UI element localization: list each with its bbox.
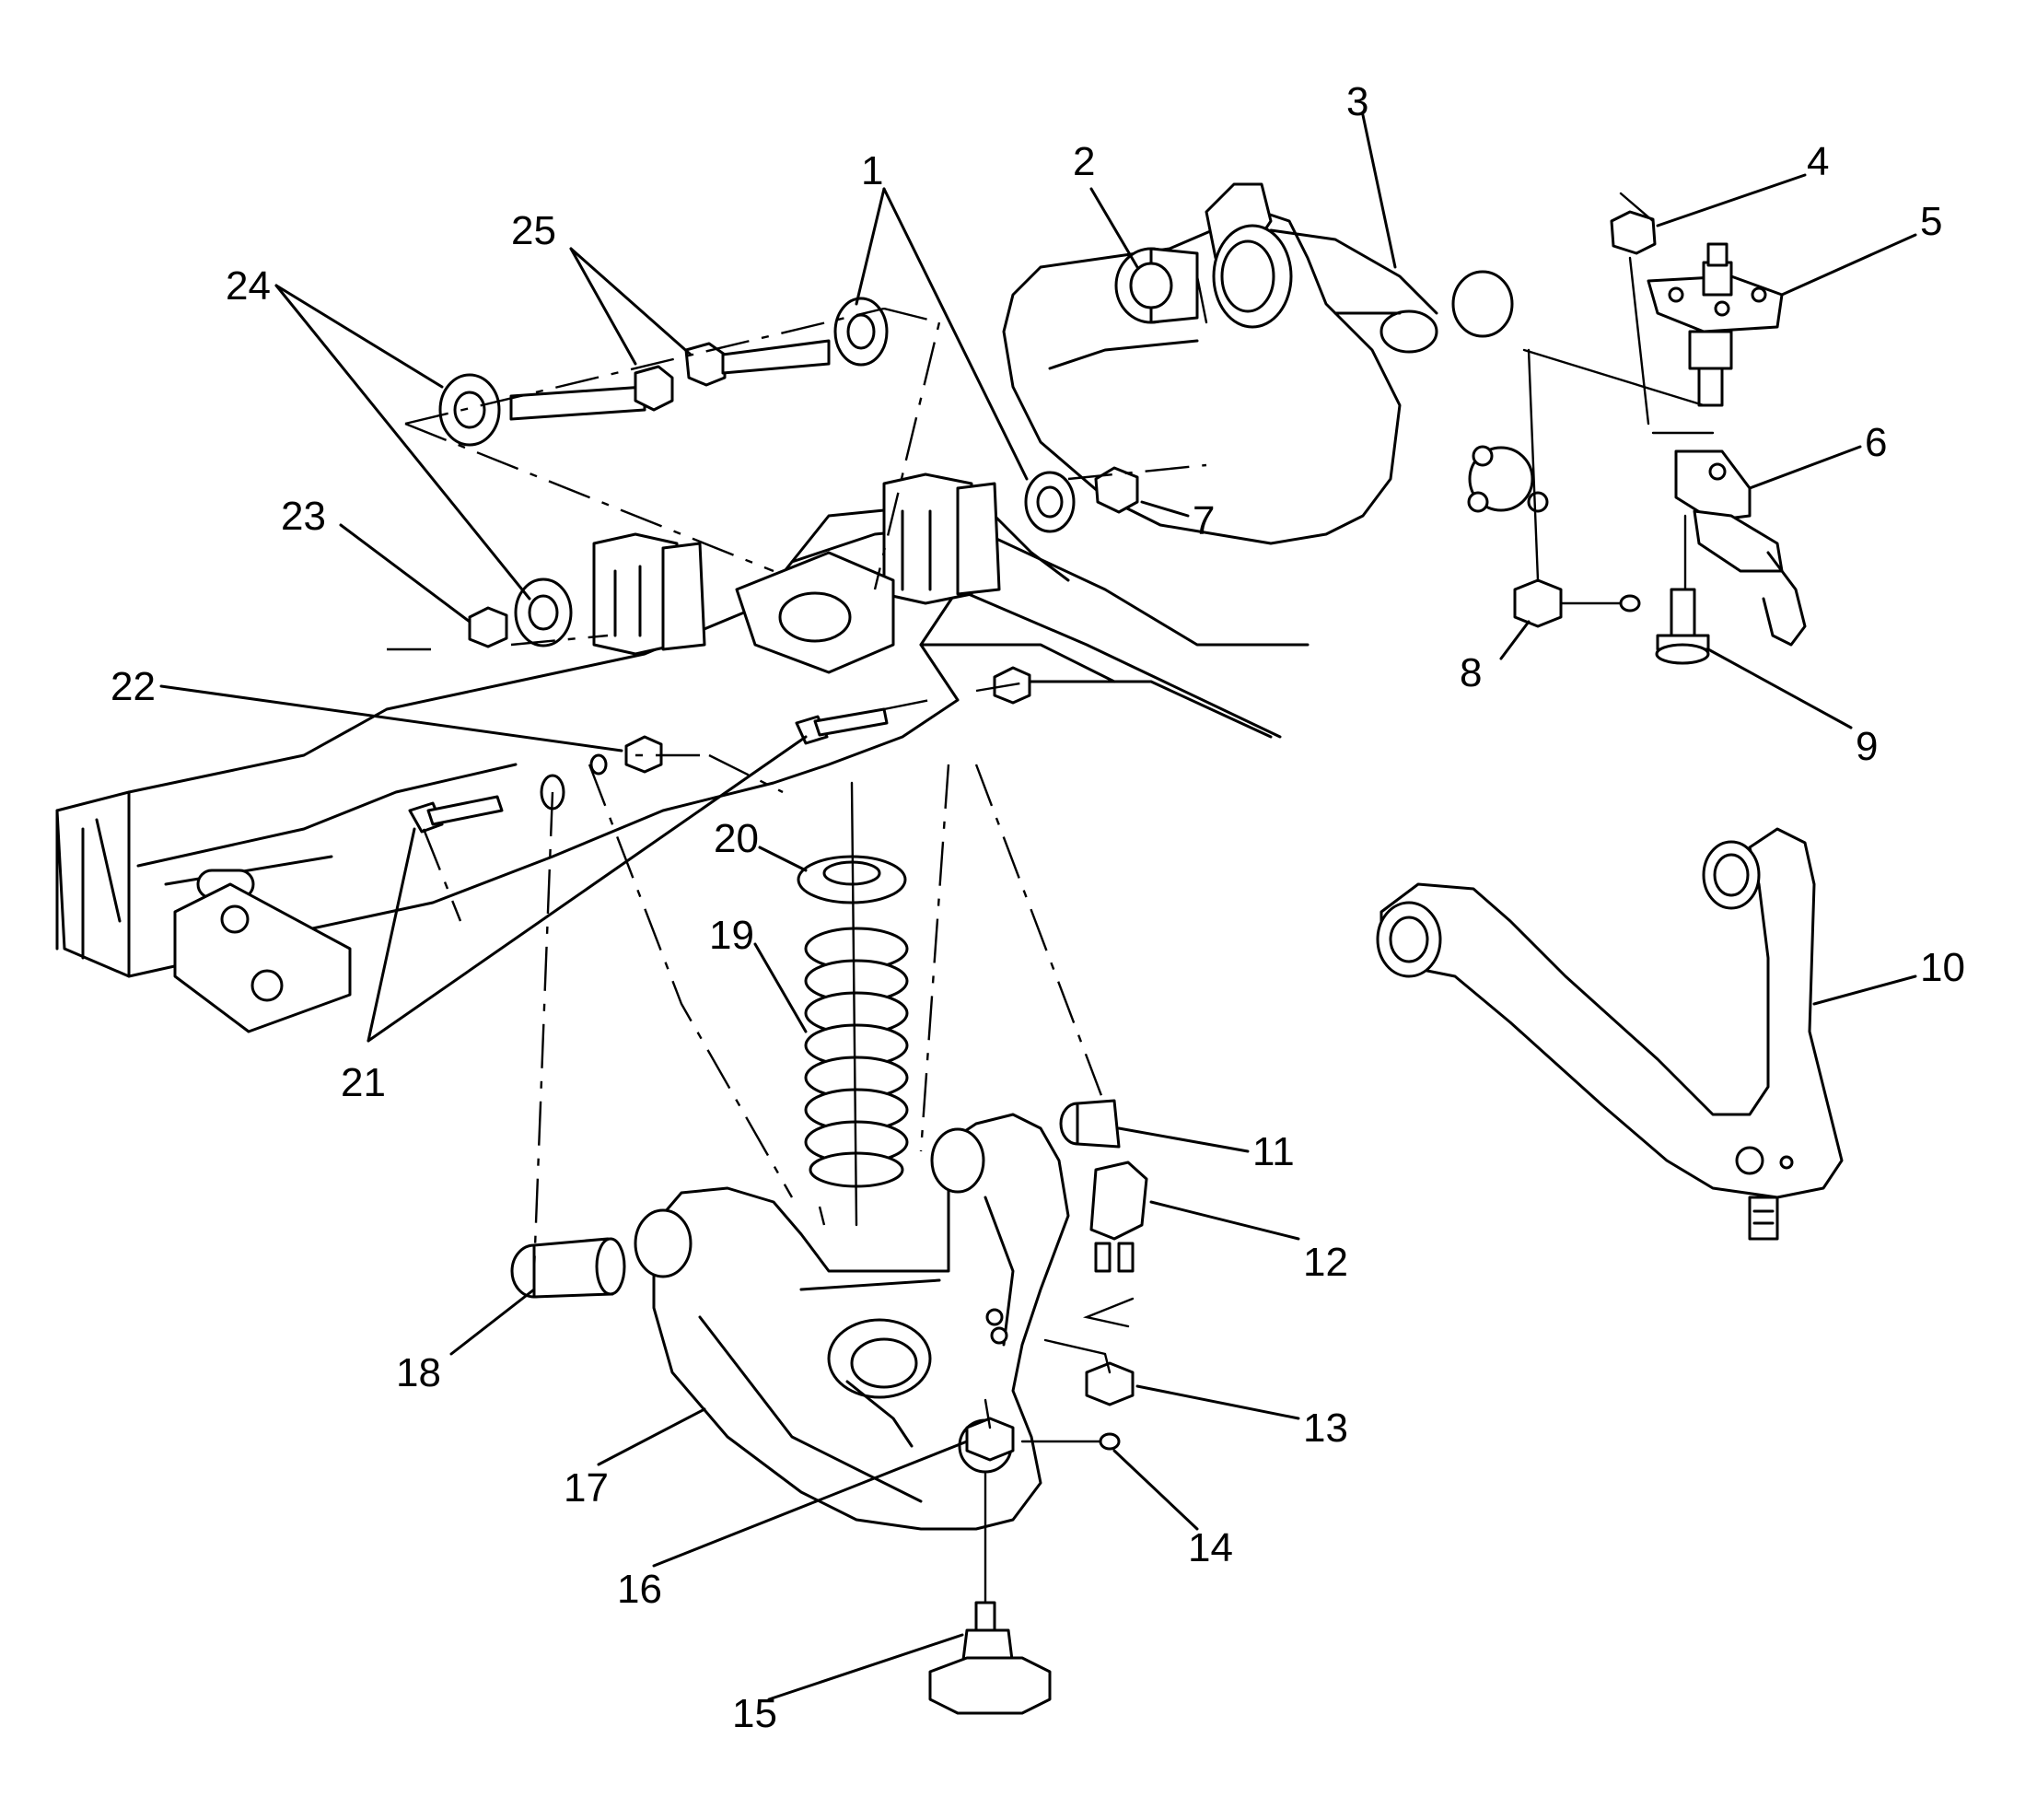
cam-washer-left xyxy=(438,373,501,447)
lower-ball-joint xyxy=(928,1601,1052,1715)
callout-8: 8 xyxy=(1460,650,1482,695)
coil-spring xyxy=(804,927,909,1188)
callout-21: 21 xyxy=(341,1060,386,1105)
frame-nut-7 xyxy=(1094,466,1139,514)
callout-7: 7 xyxy=(1193,498,1215,543)
callout-19: 19 xyxy=(709,913,754,958)
upper-ball-joint xyxy=(1647,242,1784,407)
lower-arm-bushing-rear xyxy=(510,1237,626,1299)
callout-22: 22 xyxy=(111,664,156,709)
callout-labels: 1 2 3 4 5 6 7 8 9 10 11 12 13 14 15 16 1… xyxy=(111,79,1965,1736)
callout-10: 10 xyxy=(1920,945,1965,990)
cam-nut xyxy=(468,606,508,648)
upper-arm-bushing xyxy=(1114,247,1199,324)
callout-20: 20 xyxy=(714,816,759,861)
callout-4: 4 xyxy=(1807,139,1829,184)
callout-17: 17 xyxy=(564,1465,609,1511)
callout-5: 5 xyxy=(1920,199,1942,244)
height-sensor xyxy=(1089,1161,1148,1273)
service-upper-arm xyxy=(1376,827,1844,1241)
frame-mount-right xyxy=(882,472,1001,605)
bracket-bolt xyxy=(1655,588,1710,665)
bracket-nut xyxy=(624,666,1031,774)
callout-23: 23 xyxy=(281,494,326,539)
callout-14: 14 xyxy=(1188,1525,1233,1570)
callout-13: 13 xyxy=(1303,1406,1348,1451)
frame-mount-left xyxy=(592,532,706,656)
bracket-bolt-lower xyxy=(408,795,504,834)
ball-joint-nut xyxy=(1513,578,1641,628)
callout-12: 12 xyxy=(1303,1240,1348,1285)
sensor-bracket xyxy=(1674,449,1807,647)
bracket-washer xyxy=(589,753,608,776)
callout-15: 15 xyxy=(732,1691,777,1736)
frame-bracket-center xyxy=(735,551,895,674)
callout-11: 11 xyxy=(1252,1129,1295,1174)
alignment-lines xyxy=(387,192,1715,1604)
cotter-pin xyxy=(1020,1432,1121,1451)
cam-washer-right xyxy=(833,297,889,367)
cam-bolt-right xyxy=(684,339,831,387)
callout-2: 2 xyxy=(1073,139,1095,184)
lower-arm-bushing-front xyxy=(1059,1099,1121,1149)
upper-control-arm xyxy=(1002,182,1549,545)
callout-9: 9 xyxy=(1856,724,1878,769)
cam-washer-rear xyxy=(1024,471,1076,533)
upper-nut xyxy=(1610,210,1657,255)
callout-24: 24 xyxy=(226,263,271,309)
lower-ball-joint-nut xyxy=(965,1417,1015,1462)
callout-6: 6 xyxy=(1865,420,1887,465)
cam-washer-lower xyxy=(514,578,573,648)
callout-16: 16 xyxy=(617,1567,662,1612)
callout-25: 25 xyxy=(511,208,556,253)
sensor-nut xyxy=(1085,1361,1135,1406)
callout-18: 18 xyxy=(396,1350,441,1395)
leader-lines xyxy=(159,113,1917,1701)
callout-1: 1 xyxy=(861,148,883,193)
callout-3: 3 xyxy=(1346,79,1368,124)
cam-bolt-left xyxy=(509,365,674,421)
